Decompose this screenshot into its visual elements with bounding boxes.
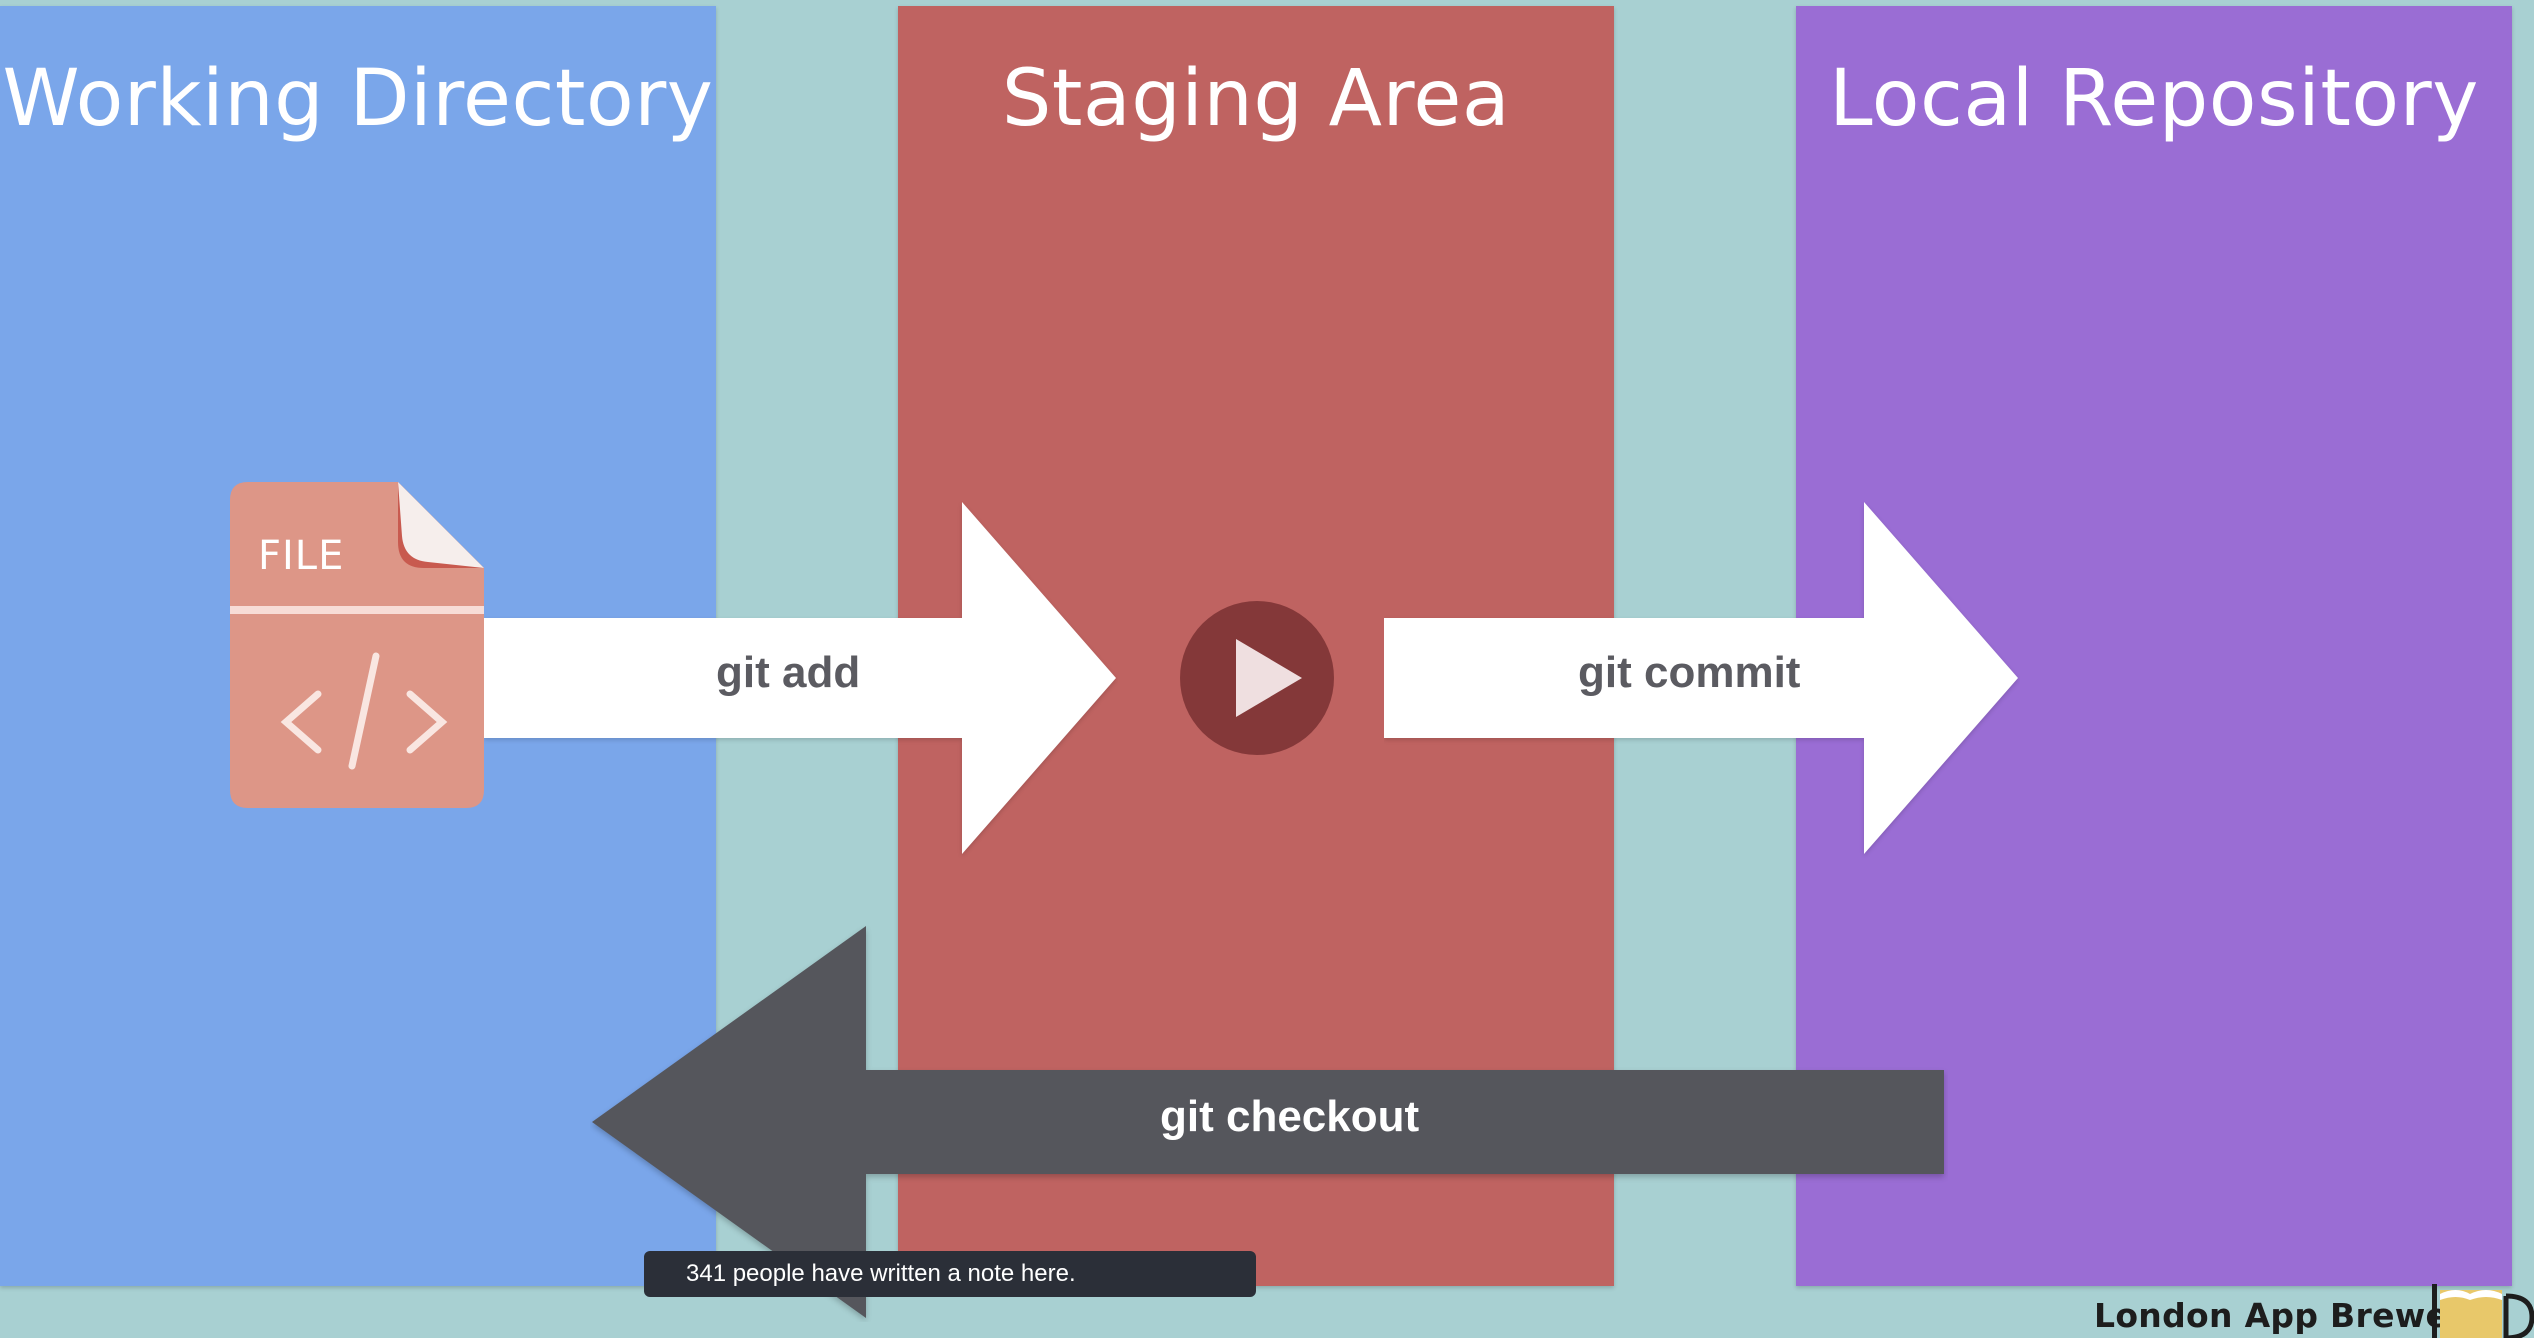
beer-glass-logo-icon <box>2432 1284 2534 1338</box>
git-commit-arrow <box>1384 502 2018 854</box>
brand-name: London App Brewery <box>2094 1296 2487 1335</box>
video-play-button[interactable] <box>1180 601 1334 755</box>
local-repository-title: Local Repository <box>1829 54 2479 144</box>
git-commit-label: git commit <box>1578 648 1801 697</box>
notes-count-tooltip[interactable]: 341 people have written a note here. <box>644 1251 1256 1297</box>
git-checkout-arrow <box>592 926 1944 1318</box>
git-checkout-label: git checkout <box>1160 1092 1420 1141</box>
git-add-arrow <box>484 502 1116 854</box>
git-add-label: git add <box>716 648 861 697</box>
play-icon <box>1236 639 1302 717</box>
file-code-icon <box>230 482 484 808</box>
staging-area-title: Staging Area <box>1001 54 1511 144</box>
file-icon-label: FILE <box>258 533 345 579</box>
working-directory-title: Working Directory <box>2 54 714 144</box>
